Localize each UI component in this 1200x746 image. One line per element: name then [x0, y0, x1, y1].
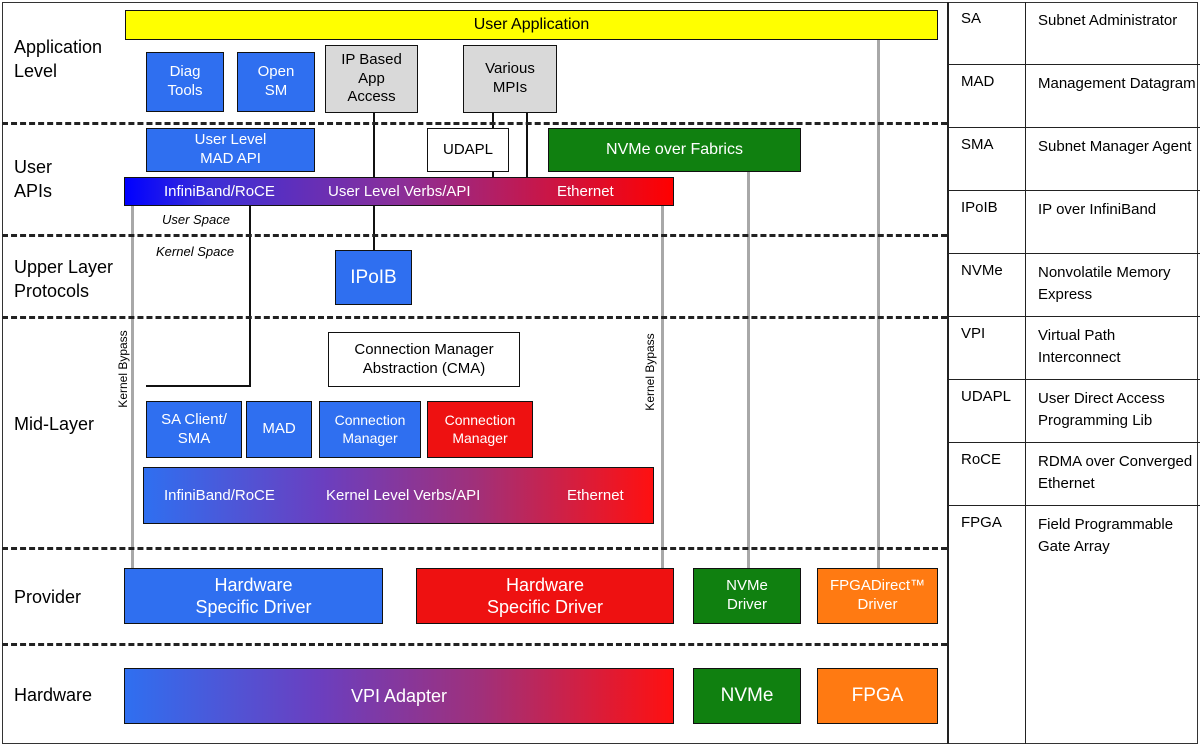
- kernel-verbs-bar: InfiniBand/RoCE Kernel Level Verbs/API E…: [143, 467, 654, 524]
- kernel-bypass-line-left: [131, 205, 134, 571]
- connector-mpi-udapl: [492, 112, 494, 128]
- hw-driver-red-box: Hardware Specific Driver: [416, 568, 674, 624]
- glossary-def: Virtual Path Interconnect: [1038, 327, 1121, 366]
- separator-provider-hw: [2, 643, 947, 646]
- glossary-def: Subnet Manager Agent: [1038, 138, 1192, 155]
- glossary-abbr: NVMe: [961, 262, 1003, 279]
- glossary-col-divider: [1025, 317, 1026, 380]
- mad-box: MAD: [246, 401, 312, 458]
- kernel-space-label: Kernel Space: [156, 244, 235, 259]
- glossary-col-divider: [1025, 191, 1026, 254]
- separator-mid-provider: [2, 547, 947, 550]
- connector-mad-api: [249, 205, 251, 385]
- glossary-def: Management Datagram: [1038, 75, 1196, 92]
- level-hardware: Hardware: [14, 685, 93, 705]
- user-mad-api-box: User Level MAD API: [146, 128, 315, 172]
- kernel-verbs-right-label: Ethernet: [567, 487, 624, 504]
- various-mpis-box: Various MPIs: [463, 45, 557, 113]
- glossary-row: SA Subnet Administrator: [949, 2, 1200, 65]
- glossary-col-divider: [1025, 128, 1026, 191]
- connection-manager-blue-box: Connection Manager: [319, 401, 421, 458]
- level-application: Application Level: [14, 37, 103, 82]
- glossary-row: VPI Virtual Path Interconnect: [949, 317, 1200, 380]
- sa-client-sma-box: SA Client/ SMA: [146, 401, 242, 458]
- hw-driver-blue-box: Hardware Specific Driver: [124, 568, 383, 624]
- kernel-verbs-left-label: InfiniBand/RoCE: [164, 487, 275, 504]
- glossary-def: RDMA over Converged Ethernet: [1038, 453, 1193, 492]
- user-verbs-left-label: InfiniBand/RoCE: [164, 183, 275, 200]
- kernel-bypass-line-right: [661, 205, 664, 571]
- user-verbs-center-label: User Level Verbs/API: [328, 183, 471, 200]
- glossary-abbr: VPI: [961, 325, 986, 342]
- separator-ulp-mid: [2, 316, 947, 319]
- glossary-def: Nonvolatile Memory Express: [1038, 264, 1171, 303]
- glossary-abbr: UDAPL: [961, 388, 1012, 405]
- glossary-table: SA Subnet Administrator MAD Management Dat…: [947, 2, 1200, 744]
- udapl-box: UDAPL: [427, 128, 509, 172]
- kernel-verbs-center-label: Kernel Level Verbs/API: [326, 487, 481, 504]
- glossary-col-divider: [1025, 2, 1026, 65]
- open-sm-box: Open SM: [237, 52, 315, 112]
- glossary-row: RoCE RDMA over Converged Ethernet: [949, 443, 1200, 506]
- glossary-abbr: RoCE: [961, 451, 1002, 468]
- glossary-row: FPGA Field Programmable Gate Array: [949, 506, 1200, 744]
- glossary-row: MAD Management Datagram: [949, 65, 1200, 128]
- glossary-def: Subnet Administrator: [1038, 12, 1178, 29]
- connector-udapl-verbs: [492, 172, 494, 178]
- glossary-abbr: FPGA: [961, 514, 1002, 531]
- glossary-def: IP over InfiniBand: [1038, 201, 1157, 218]
- user-application-box: User Application: [125, 10, 938, 40]
- level-user-apis: User APIs: [14, 157, 53, 202]
- nvme-driver-box: NVMe Driver: [693, 568, 801, 624]
- connector-mpi-verbs: [526, 112, 528, 178]
- glossary-abbr: MAD: [961, 73, 995, 90]
- user-verbs-right-label: Ethernet: [557, 183, 614, 200]
- separator-user-ulp: [2, 234, 947, 237]
- glossary-col-divider: [1025, 380, 1026, 443]
- level-provider: Provider: [14, 587, 82, 607]
- glossary-def: User Direct Access Programming Lib: [1038, 390, 1165, 429]
- glossary-col-divider: [1025, 506, 1026, 744]
- level-mid: Mid-Layer: [14, 414, 95, 434]
- nvme-over-fabrics-box: NVMe over Fabrics: [548, 128, 801, 172]
- glossary-row: NVMe Nonvolatile Memory Express: [949, 254, 1200, 317]
- glossary-row: IPoIB IP over InfiniBand: [949, 191, 1200, 254]
- fpga-hw-box: FPGA: [817, 668, 938, 724]
- kernel-bypass-label-left: Kernel Bypass: [116, 330, 130, 408]
- glossary-row: UDAPL User Direct Access Programming Lib: [949, 380, 1200, 443]
- user-verbs-bar: InfiniBand/RoCE User Level Verbs/API Eth…: [124, 177, 674, 206]
- vpi-adapter-box: VPI Adapter: [124, 668, 674, 724]
- glossary-col-divider: [1025, 65, 1026, 128]
- kernel-bypass-label-right: Kernel Bypass: [643, 333, 657, 411]
- fpga-driver-box: FPGADirect™ Driver: [817, 568, 938, 624]
- level-ulp: Upper Layer Protocols: [14, 257, 114, 302]
- fpga-line: [877, 38, 880, 569]
- diag-tools-box: Diag Tools: [146, 52, 224, 112]
- user-space-label: User Space: [162, 212, 230, 227]
- glossary-col-divider: [1025, 443, 1026, 506]
- connector-mid-bar: [146, 385, 251, 387]
- glossary-def: Field Programmable Gate Array: [1038, 516, 1174, 555]
- glossary-col-divider: [1025, 254, 1026, 317]
- glossary-abbr: SMA: [961, 136, 994, 153]
- glossary-abbr: SA: [961, 10, 982, 27]
- nvme-hw-box: NVMe: [693, 668, 801, 724]
- connection-manager-red-box: Connection Manager: [427, 401, 533, 458]
- glossary-row: SMA Subnet Manager Agent: [949, 128, 1200, 191]
- ip-app-access-box: IP Based App Access: [325, 45, 418, 113]
- nvme-fabrics-line: [747, 171, 750, 569]
- cma-box: Connection Manager Abstraction (CMA): [328, 332, 520, 387]
- glossary-abbr: IPoIB: [961, 199, 998, 216]
- ipoib-box: IPoIB: [335, 250, 412, 305]
- separator-app-user: [2, 122, 947, 125]
